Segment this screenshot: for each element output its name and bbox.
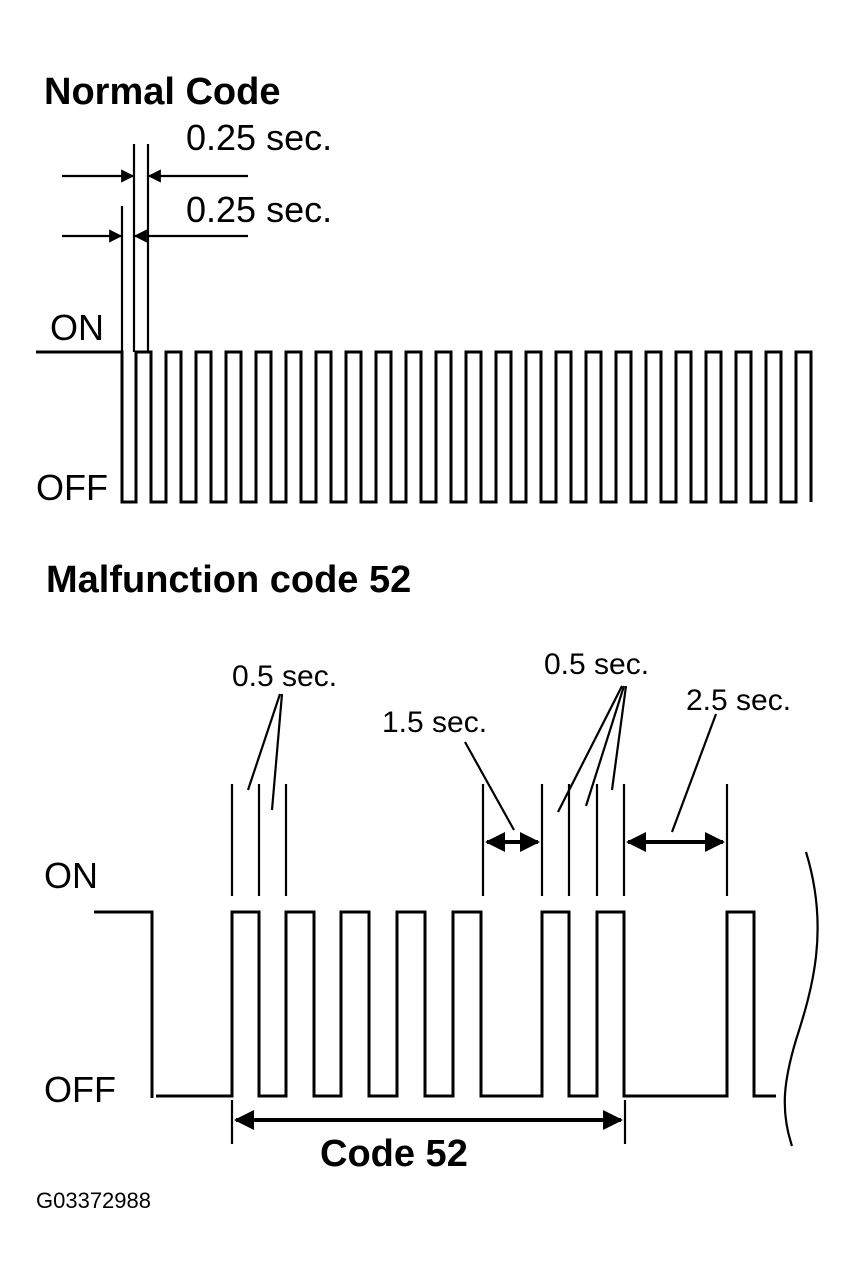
normal-off-label: OFF (36, 467, 108, 508)
leader-line-gap (464, 741, 515, 831)
break-mark (783, 851, 819, 1147)
leader-line-b3 (610, 685, 628, 791)
normal-off-time-label: 0.25 sec. (186, 189, 332, 230)
malfunction-pulse-label-a: 0.5 sec. (232, 660, 337, 693)
figure-id: G03372988 (36, 1188, 151, 1213)
leader-line-b2 (584, 685, 626, 807)
malfunction-waveform (94, 910, 776, 1098)
leader-line-pause (670, 713, 718, 833)
normal-on-time-label: 0.25 sec. (186, 117, 332, 158)
malfunction-pulse-label-b: 0.5 sec. (544, 648, 649, 681)
normal-waveform-path (36, 350, 813, 504)
leader-line-a2 (270, 693, 284, 811)
normal-code-waveform (36, 350, 813, 504)
malfunction-pause-label: 2.5 sec. (686, 684, 791, 717)
malfunction-gap-label: 1.5 sec. (382, 706, 487, 739)
malfunction-off-label: OFF (44, 1069, 116, 1110)
normal-on-label: ON (50, 307, 104, 348)
malfunction-code-title: Malfunction code 52 (46, 559, 411, 601)
code-52-label: Code 52 (320, 1133, 468, 1175)
malfunction-on-label: ON (44, 855, 98, 896)
leader-line-a1 (246, 693, 282, 791)
normal-code-title: Normal Code (44, 71, 280, 113)
